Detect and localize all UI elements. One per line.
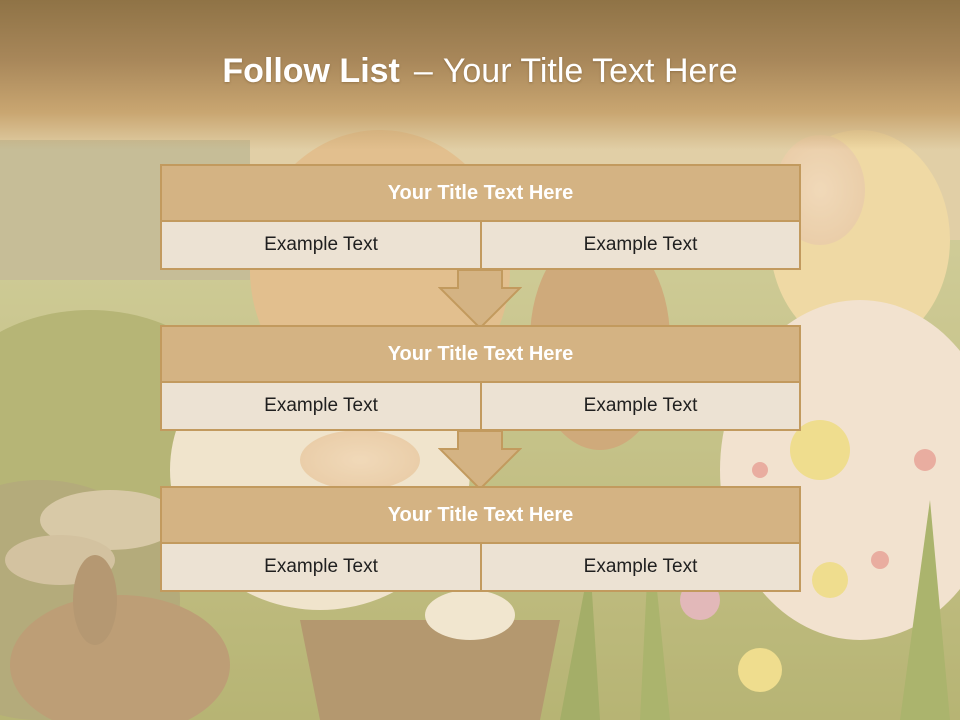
down-arrow-icon: [438, 431, 522, 491]
list-block-3: Your Title Text Here Example Text Exampl…: [160, 486, 801, 592]
title-rest: Your Title Text Here: [442, 52, 738, 90]
block-cell-right: Example Text: [482, 544, 799, 590]
slide-title: Follow List–Your Title Text Here: [0, 52, 960, 91]
header-band: [0, 0, 960, 150]
block-heading: Your Title Text Here: [162, 166, 799, 222]
block-cell-right: Example Text: [482, 222, 799, 268]
block-cell-left: Example Text: [162, 383, 482, 429]
title-bold: Follow List: [222, 52, 400, 90]
block-cell-left: Example Text: [162, 222, 482, 268]
block-cell-right: Example Text: [482, 383, 799, 429]
list-block-1: Your Title Text Here Example Text Exampl…: [160, 164, 801, 270]
title-dash: –: [413, 52, 433, 90]
down-arrow-icon: [438, 270, 522, 330]
list-block-2: Your Title Text Here Example Text Exampl…: [160, 325, 801, 431]
block-cell-left: Example Text: [162, 544, 482, 590]
block-heading: Your Title Text Here: [162, 327, 799, 383]
block-heading: Your Title Text Here: [162, 488, 799, 544]
